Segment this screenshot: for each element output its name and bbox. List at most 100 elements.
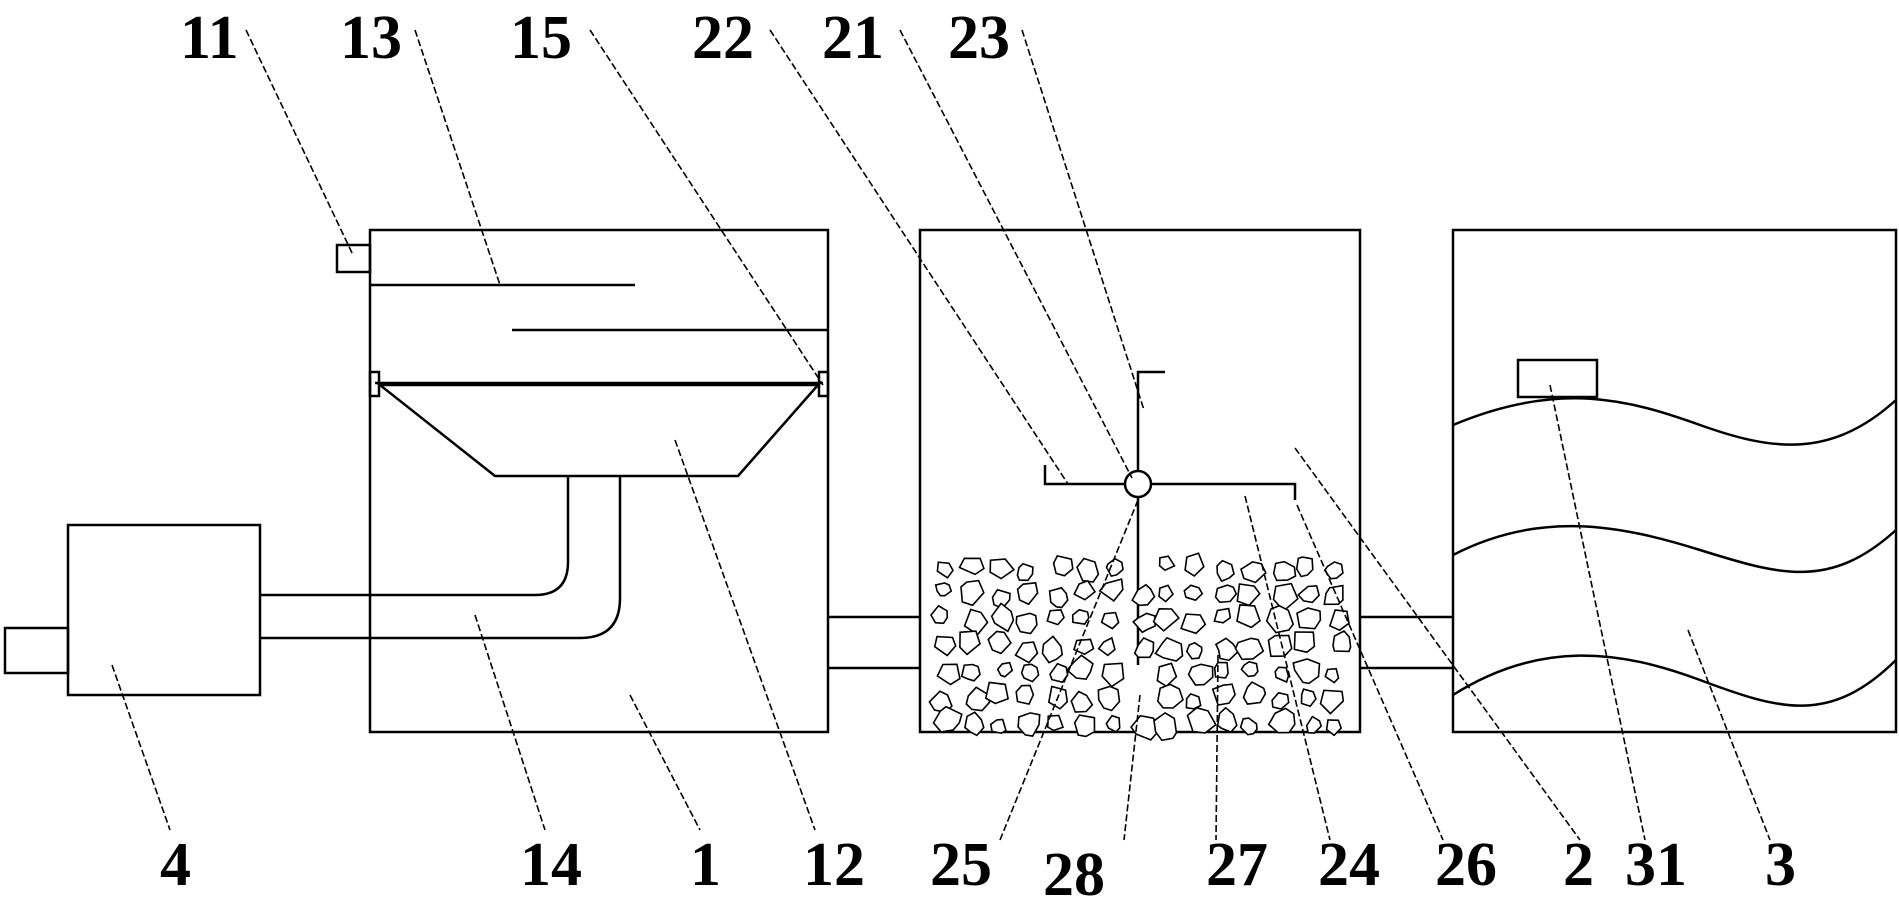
filter-stone bbox=[1105, 714, 1121, 733]
label-23: 23 bbox=[948, 4, 1010, 72]
filter-stone bbox=[1046, 714, 1065, 732]
filter-stone bbox=[1295, 556, 1314, 578]
filter-stone bbox=[1098, 578, 1124, 602]
filter-stone bbox=[1305, 715, 1323, 734]
filter-stone bbox=[1242, 681, 1267, 705]
filter-stone bbox=[1131, 583, 1156, 607]
filter-stone bbox=[1070, 690, 1094, 713]
leader-15 bbox=[589, 29, 824, 386]
filter-stone bbox=[1293, 631, 1316, 654]
tank-1 bbox=[335, 228, 830, 734]
arm-24-26 bbox=[1151, 482, 1297, 500]
filter-stone bbox=[1234, 637, 1265, 661]
label-15: 15 bbox=[510, 4, 572, 72]
wave-upper bbox=[1452, 397, 1897, 446]
label-28: 28 bbox=[1043, 841, 1105, 902]
filter-stone bbox=[989, 558, 1016, 580]
filter-stone bbox=[1214, 584, 1238, 604]
filter-stone bbox=[1180, 613, 1207, 635]
filter-stone bbox=[1184, 552, 1205, 578]
filter-stone bbox=[987, 630, 1012, 655]
label-24: 24 bbox=[1318, 831, 1380, 899]
filter-stone bbox=[1076, 557, 1100, 583]
filter-stone bbox=[1297, 584, 1320, 604]
filter-stone bbox=[1324, 667, 1340, 684]
filter-stone bbox=[1216, 559, 1235, 583]
filter-stone bbox=[1097, 685, 1121, 712]
filter-stone bbox=[1154, 636, 1184, 662]
unit-4-box bbox=[66, 523, 262, 697]
reference-labels: 11 13 15 22 21 23 4 14 1 12 25 28 27 24 … bbox=[160, 4, 1796, 902]
filter-stone bbox=[1015, 612, 1038, 635]
label-22: 22 bbox=[692, 4, 754, 72]
filter-stone bbox=[1071, 608, 1090, 625]
filter-stone bbox=[1292, 658, 1321, 685]
tank-3 bbox=[1451, 228, 1898, 734]
filter-stone bbox=[1065, 654, 1094, 681]
leader-23 bbox=[1021, 29, 1145, 411]
filter-stone bbox=[1211, 683, 1236, 706]
filter-stone bbox=[959, 630, 981, 656]
label-11: 11 bbox=[180, 4, 239, 72]
filter-stone bbox=[1156, 683, 1184, 709]
filter-stone bbox=[1274, 666, 1290, 684]
sensor-31 bbox=[1516, 358, 1599, 399]
filter-stone bbox=[1014, 641, 1039, 664]
arm-22 bbox=[1043, 465, 1125, 486]
label-1: 1 bbox=[690, 831, 721, 899]
filter-stone bbox=[965, 686, 991, 712]
hopper-12 bbox=[376, 383, 821, 478]
filter-stone bbox=[1016, 581, 1039, 606]
wave-lower bbox=[1452, 654, 1897, 707]
filter-stone bbox=[1048, 586, 1069, 609]
filter-stone bbox=[936, 561, 954, 579]
filter-stone bbox=[1158, 555, 1176, 572]
filter-stone bbox=[1265, 604, 1295, 634]
filter-stone bbox=[1236, 583, 1261, 607]
filter-stone bbox=[1216, 706, 1238, 733]
tank-1-box bbox=[368, 228, 830, 734]
leader-13 bbox=[414, 29, 501, 286]
filter-stone bbox=[964, 711, 985, 737]
filter-stone bbox=[960, 579, 985, 607]
filter-stone bbox=[1213, 607, 1232, 624]
filter-stone bbox=[963, 608, 989, 636]
filter-stone bbox=[1100, 611, 1120, 630]
filter-stone bbox=[1187, 663, 1214, 686]
filter-stone bbox=[1325, 719, 1343, 737]
filter-stone bbox=[1156, 662, 1178, 688]
filter-stone bbox=[989, 718, 1007, 735]
leader-25 bbox=[999, 499, 1139, 841]
filter-stone bbox=[1017, 712, 1041, 737]
label-27: 27 bbox=[1206, 831, 1268, 899]
filter-stone bbox=[1073, 579, 1097, 601]
filter-stone bbox=[1185, 641, 1203, 660]
filter-stone bbox=[1105, 557, 1124, 578]
filter-stone bbox=[1300, 688, 1317, 708]
label-13: 13 bbox=[340, 4, 402, 72]
label-26: 26 bbox=[1435, 831, 1497, 899]
inlet-11 bbox=[335, 243, 372, 274]
filter-stone bbox=[1101, 662, 1125, 688]
label-3: 3 bbox=[1765, 831, 1796, 899]
leader-2 bbox=[1294, 447, 1581, 841]
shaft-23 bbox=[1136, 370, 1165, 471]
filter-stone bbox=[1183, 584, 1204, 602]
filter-stone bbox=[1319, 689, 1345, 715]
filter-stone bbox=[1328, 609, 1350, 632]
filter-stone bbox=[1073, 638, 1095, 656]
label-12: 12 bbox=[803, 831, 865, 899]
pipe-14 bbox=[260, 476, 622, 640]
pipe-1-2 bbox=[828, 615, 920, 670]
filter-stone bbox=[930, 604, 949, 625]
filter-stone bbox=[1240, 660, 1259, 678]
filter-stone bbox=[1097, 636, 1116, 657]
wave-middle bbox=[1452, 524, 1897, 574]
filter-stone bbox=[1133, 637, 1155, 659]
filter-stone bbox=[1186, 706, 1217, 734]
leader-28 bbox=[1123, 694, 1141, 841]
tank-2 bbox=[918, 228, 1362, 742]
filter-stone bbox=[984, 681, 1010, 705]
filter-stone bbox=[1214, 637, 1240, 662]
leader-21 bbox=[899, 29, 1133, 479]
